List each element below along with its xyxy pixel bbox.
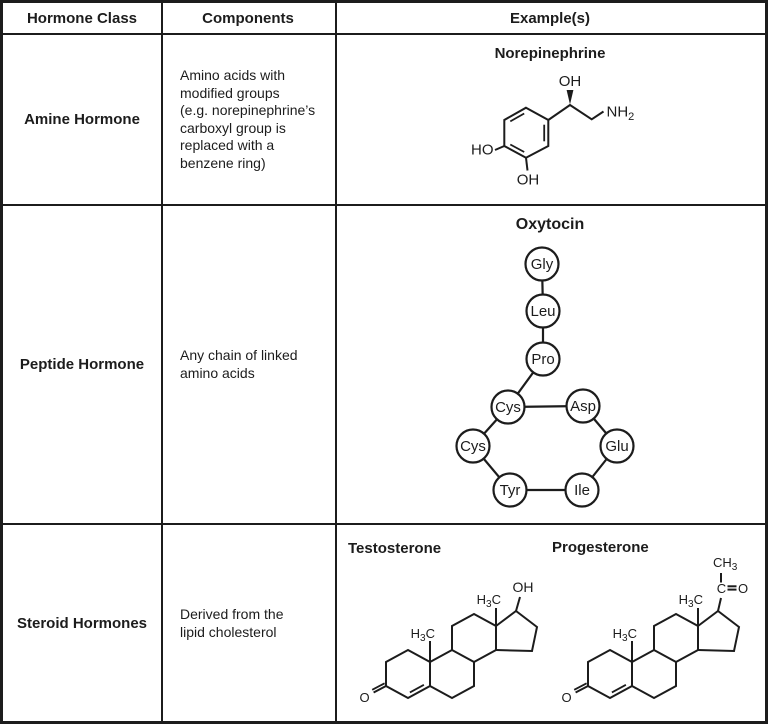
residue-asp: Asp: [570, 398, 596, 415]
testosterone-bonds: [371, 596, 539, 700]
residue-cys-top: Cys: [495, 399, 521, 416]
table-border-col2: [335, 3, 337, 721]
residue-tyr: Tyr: [500, 482, 521, 499]
header-components: Components: [161, 3, 335, 33]
ho-left-label: HO: [471, 142, 494, 159]
residue-pro: Pro: [531, 351, 554, 368]
testosterone-title: Testosterone: [348, 540, 442, 557]
stereo-wedge-bond: [566, 90, 574, 105]
amine-components-text: Amino acids with modified groups (e.g. n…: [180, 67, 316, 171]
header-components-label: Components: [202, 9, 294, 27]
class-cell-peptide: Peptide Hormone: [3, 206, 161, 523]
header-hormone-class: Hormone Class: [3, 3, 161, 33]
progesterone-title: Progesterone: [552, 539, 649, 556]
components-cell-peptide: Any chain of linked amino acids: [163, 206, 335, 523]
header-examples-label: Example(s): [509, 9, 591, 27]
residue-gly: Gly: [531, 256, 554, 273]
peptide-components-text: Any chain of linked amino acids: [180, 347, 298, 381]
progesterone-methyl-c13-label: H3C: [679, 592, 703, 610]
steroid-class-label: Steroid Hormones: [16, 615, 148, 632]
amine-group-label: NH2: [607, 104, 635, 124]
oh-bottom-label: OH: [517, 172, 540, 189]
oh-top-label: OH: [559, 73, 582, 90]
class-cell-amine: Amine Hormone: [3, 35, 161, 204]
residue-nodes: [455, 246, 635, 508]
oxytocin-diagram: Gly Leu Pro Cys Asp Cys Glu Tyr Ile: [455, 246, 635, 508]
header-hormone-class-label: Hormone Class: [26, 9, 138, 27]
oxytocin-title: Oxytocin: [515, 216, 585, 233]
progesterone-acetyl-ch3-label: CH3: [713, 555, 738, 573]
progesterone-ketone-o-label: O: [561, 690, 571, 705]
steroid-components-text: Derived from the lipid cholesterol: [180, 606, 284, 640]
progesterone-structure: O H3C H3C C O CH3: [561, 555, 748, 705]
testosterone-methyl-c10-label: H3C: [411, 626, 435, 644]
residue-glu: Glu: [605, 438, 628, 455]
testosterone-ketone-o-label: O: [359, 690, 369, 705]
components-cell-amine: Amino acids with modified groups (e.g. n…: [163, 35, 335, 204]
norepinephrine-title: Norepinephrine: [494, 45, 606, 62]
table-border-row1: [3, 204, 765, 206]
norepinephrine-structure: OH NH2 HO OH: [471, 73, 635, 189]
testosterone-methyl-c13-label: H3C: [477, 592, 501, 610]
testosterone-oh-label: OH: [513, 579, 534, 595]
norepinephrine-bonds: [494, 103, 605, 171]
residue-leu: Leu: [530, 303, 555, 320]
progesterone-bonds: [573, 573, 741, 700]
class-cell-steroid: Steroid Hormones: [3, 525, 161, 721]
table-border-col1: [161, 3, 163, 721]
residue-labels: Gly Leu Pro Cys Asp Cys Glu Tyr Ile: [460, 256, 629, 499]
residue-ile: Ile: [574, 482, 590, 499]
peptide-class-label: Peptide Hormone: [19, 356, 145, 373]
progesterone-methyl-c10-label: H3C: [613, 626, 637, 644]
residue-cys-left: Cys: [460, 438, 486, 455]
testosterone-structure: O H3C H3C OH: [359, 579, 539, 705]
amine-class-label: Amine Hormone: [24, 111, 140, 128]
components-cell-steroid: Derived from the lipid cholesterol: [163, 525, 335, 721]
progesterone-carbonyl-c-label: C: [717, 581, 726, 596]
header-examples: Example(s): [335, 3, 765, 33]
table-border-row2: [3, 523, 765, 525]
progesterone-carbonyl-o-label: O: [738, 581, 748, 596]
table-border-header: [3, 33, 765, 35]
